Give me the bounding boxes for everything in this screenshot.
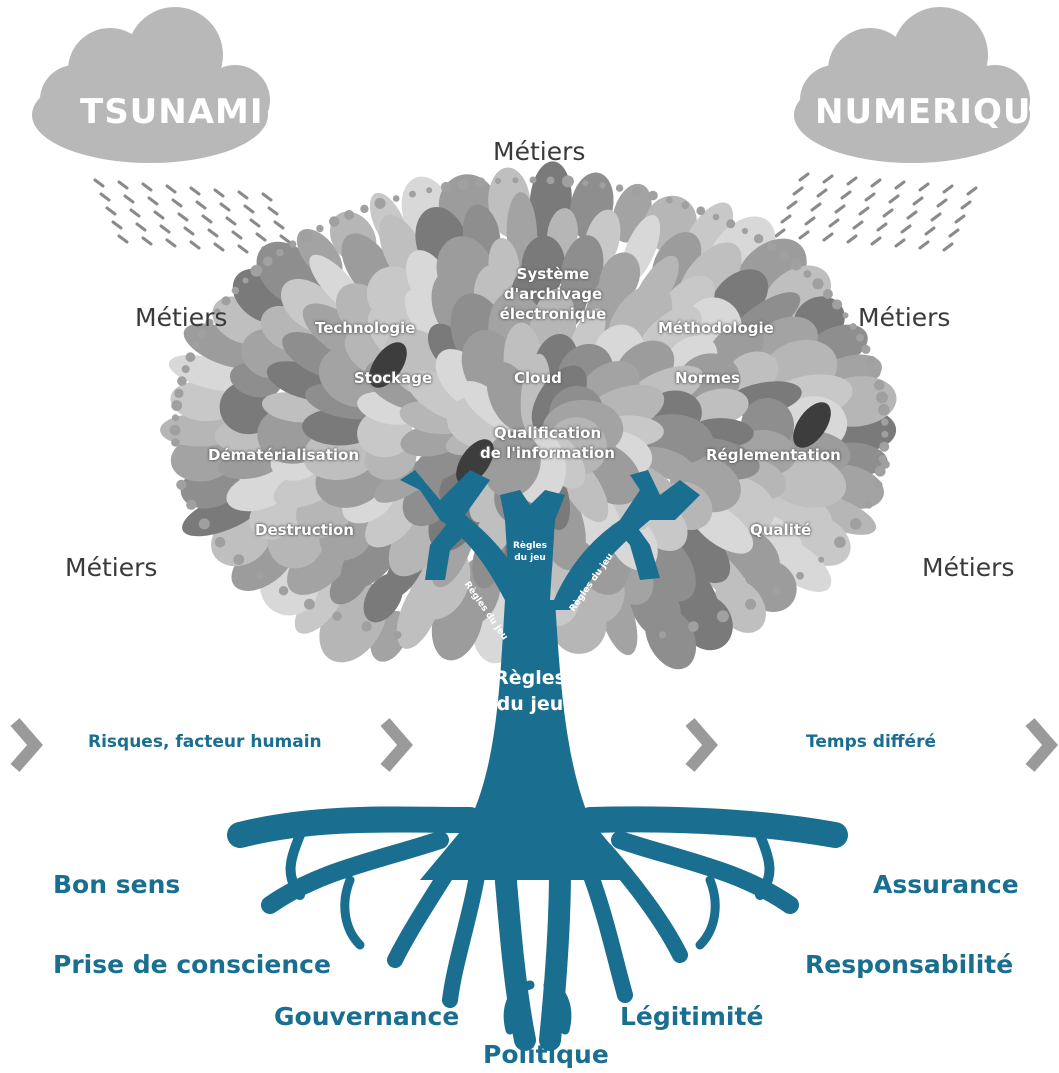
metiers-left-lower: Métiers: [65, 553, 158, 582]
leaf-icon: [218, 447, 283, 480]
side-label-risques: Risques, facteur humain: [88, 732, 322, 752]
root-gouvernance: Gouvernance: [274, 1002, 460, 1031]
leaf-icon: [688, 388, 749, 426]
leaf-icon: [456, 439, 494, 485]
leaf-icon: [170, 435, 235, 482]
branch-cloud: Cloud: [514, 369, 562, 387]
trunk-center-label: Règles du jeu: [512, 541, 548, 563]
canopy-leaves: [160, 161, 897, 670]
roots: [227, 806, 848, 1051]
metiers-right-upper: Métiers: [858, 303, 951, 332]
metiers-right-lower: Métiers: [922, 553, 1015, 582]
branch-stockage: Stockage: [354, 369, 433, 387]
leaf-icon: [483, 431, 541, 498]
branch-destruction: Destruction: [255, 521, 354, 539]
root-politique: Politique: [483, 1040, 609, 1069]
right-cloud-icon: [794, 7, 1030, 163]
branch-qualification: Qualification de l'information: [480, 424, 615, 462]
branch-methodologie: Méthodologie: [658, 319, 774, 337]
chevron-right-icon: [10, 718, 1058, 772]
metiers-top: Métiers: [493, 137, 586, 166]
root-legitimite: Légitimité: [620, 1002, 764, 1031]
numerique-label: NUMERIQUE: [815, 92, 1056, 132]
leaf-icon: [168, 355, 252, 392]
root-assurance: Assurance: [873, 870, 1019, 899]
root-bon-sens: Bon sens: [53, 870, 181, 899]
branch-dematerialisation: Dématérialisation: [208, 446, 360, 464]
left-rain-icon: [93, 178, 297, 258]
side-label-temps: Temps différé: [806, 732, 936, 752]
branch-technologie: Technologie: [315, 319, 416, 337]
branch-systeme-archivage: Système d'archivage électronique: [499, 265, 607, 323]
trunk-main-label: Règles du jeu: [494, 667, 566, 715]
metiers-left-upper: Métiers: [135, 303, 228, 332]
leaf-icon: [170, 381, 235, 422]
leaf-icon: [369, 342, 407, 388]
left-cloud-icon: [32, 7, 270, 163]
canopy-dots: [169, 175, 890, 639]
branch-qualite: Qualité: [750, 521, 812, 539]
root-prise-conscience: Prise de conscience: [53, 950, 331, 979]
leaf-icon: [793, 402, 831, 448]
leaf-icon: [762, 536, 832, 592]
branch-normes: Normes: [675, 369, 740, 387]
branch-reglementation: Réglementation: [706, 446, 841, 464]
tsunami-label: TSUNAMI: [80, 92, 264, 132]
right-rain-icon: [774, 172, 978, 252]
root-responsabilite: Responsabilité: [805, 950, 1014, 979]
